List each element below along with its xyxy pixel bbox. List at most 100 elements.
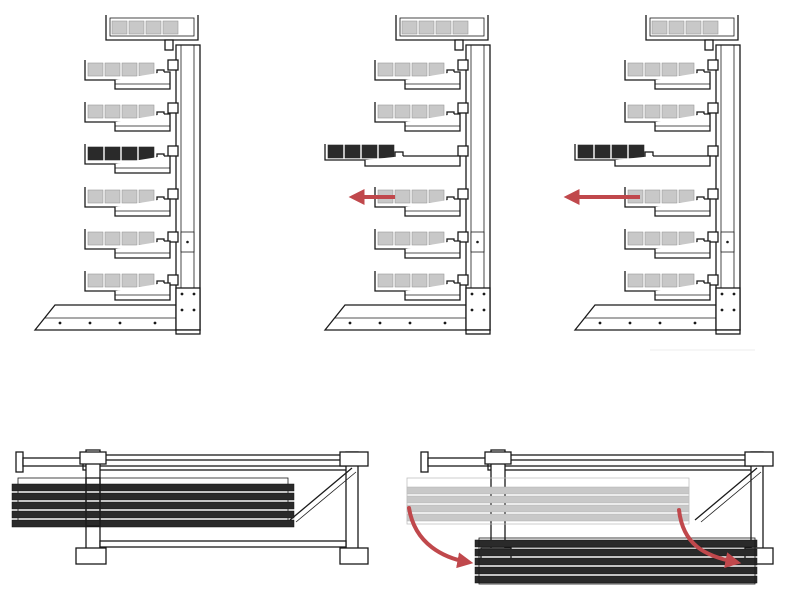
load-cell (627, 231, 644, 246)
load-block (87, 62, 155, 77)
base-bracket (175, 287, 201, 331)
load-cell (87, 104, 104, 119)
load-cell (121, 62, 138, 77)
load-cell (111, 20, 128, 35)
load-cell (87, 146, 104, 161)
stored-load (11, 483, 295, 528)
left-post-cap (484, 451, 512, 465)
beam-bar (11, 483, 295, 492)
load-cell (104, 273, 121, 288)
load-cell (377, 104, 394, 119)
load-cell (411, 189, 428, 204)
load-cell (627, 104, 644, 119)
load-cell (394, 104, 411, 119)
extended-arm-beam (614, 155, 711, 167)
beam-bar (474, 557, 758, 566)
top-tray-bracket (645, 15, 739, 41)
load-block (377, 273, 445, 288)
hinge-node (167, 188, 179, 200)
top-load-block (401, 20, 469, 35)
arm-level-2 (624, 102, 711, 132)
load-cell (627, 273, 644, 288)
load-cell (128, 20, 145, 35)
left-post-cap (79, 451, 107, 465)
top-rail (487, 454, 759, 461)
arm-level-1 (84, 60, 171, 90)
load-cell (577, 144, 594, 159)
arm-beam (654, 240, 711, 259)
plan-view-plan-view-stored (11, 449, 369, 565)
load-cell (651, 20, 668, 35)
bolt (482, 292, 486, 296)
diagonal-brace (289, 467, 353, 521)
load-block-selected (327, 144, 395, 159)
curved-arrow-icon (677, 508, 742, 568)
top-tray (105, 15, 199, 51)
load-cell (452, 20, 469, 35)
arm-beam (654, 282, 711, 301)
top-tray-post (704, 39, 714, 51)
bolt (348, 321, 352, 325)
bolt (192, 292, 196, 296)
hinge-node (457, 188, 469, 200)
column-outer (175, 44, 201, 331)
rack-frame-top-view (15, 449, 369, 565)
load-block-selected (577, 144, 645, 159)
bolt (180, 292, 184, 296)
top-tray (395, 15, 489, 51)
load-block (87, 104, 155, 119)
load-block (87, 273, 155, 288)
load-cell (394, 62, 411, 77)
load-cell (162, 20, 179, 35)
load-cell (327, 144, 344, 159)
right-post-foot (339, 547, 369, 565)
load-cell (668, 20, 685, 35)
beam-bar (474, 539, 758, 548)
arm-level-1 (374, 60, 461, 90)
base-plate (573, 304, 717, 331)
load-cell (87, 231, 104, 246)
hinge-node (457, 145, 469, 157)
load-cell (121, 146, 138, 161)
load-cell (644, 104, 661, 119)
load-cell (87, 273, 104, 288)
top-load-block (651, 20, 719, 35)
load-block (627, 189, 695, 204)
post-overlap (85, 477, 101, 527)
hinge-node (707, 231, 719, 243)
load-block (377, 62, 445, 77)
arm-beam (114, 113, 171, 132)
load-cell (104, 62, 121, 77)
bolt (470, 308, 474, 312)
diagonal-brace (694, 467, 758, 521)
right-post-cap (744, 451, 774, 467)
load-cell (87, 62, 104, 77)
load-cell (435, 20, 452, 35)
bolt (720, 308, 724, 312)
load-cell (121, 231, 138, 246)
load-cell (661, 231, 678, 246)
load-cell (394, 273, 411, 288)
bolt (598, 321, 602, 325)
arm-level-4 (624, 187, 711, 217)
wall-bracket (420, 451, 429, 473)
bolt (153, 321, 157, 325)
diagonal-brace (700, 471, 762, 523)
beam-bar (406, 513, 690, 522)
bottom-rail (99, 540, 347, 548)
load-cell (121, 273, 138, 288)
bolt (408, 321, 412, 325)
column-outer (715, 44, 741, 331)
base-bracket (715, 287, 741, 331)
base-foot (573, 287, 741, 335)
arm-level-4 (374, 187, 461, 217)
load-cell (702, 20, 719, 35)
load-cell (104, 189, 121, 204)
right-post-cap (339, 451, 369, 467)
wall-bracket (15, 451, 24, 473)
base-sole (465, 329, 491, 335)
load-cell (104, 231, 121, 246)
load-block (627, 62, 695, 77)
top-rail (82, 454, 354, 461)
load-block (627, 273, 695, 288)
